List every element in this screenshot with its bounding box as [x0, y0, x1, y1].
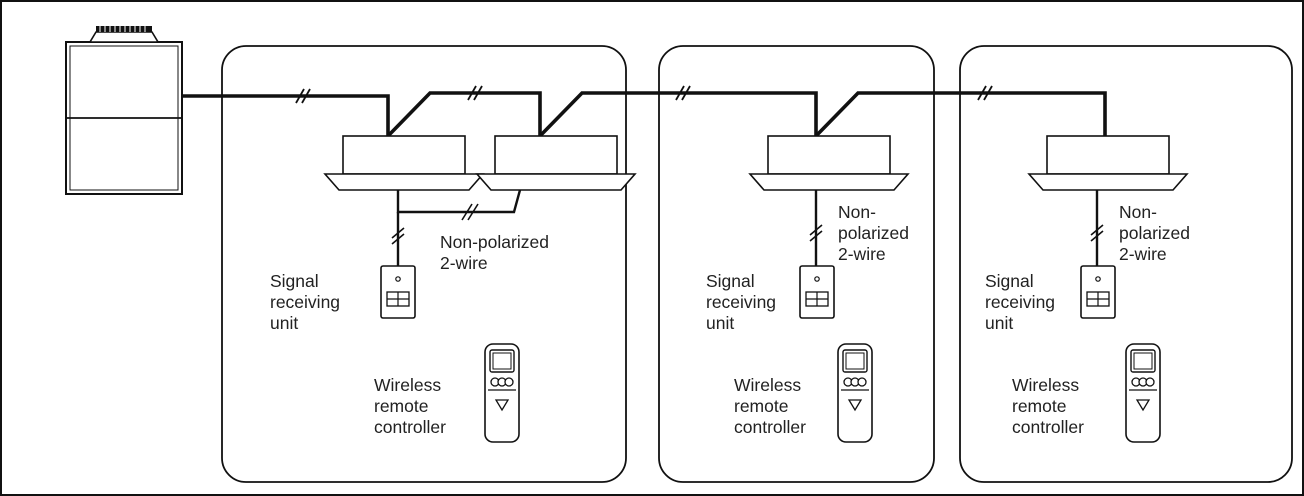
- receiver-label-panel-1: Signal receiving unit: [270, 271, 345, 333]
- outdoor-unit-icon: [65, 26, 183, 195]
- indoor-unit-2-icon: [476, 135, 636, 191]
- receiver-label-panel-3: Signal receiving unit: [985, 271, 1060, 333]
- wireless-remote-3-icon: [1125, 343, 1161, 443]
- remote-label-panel-3: Wireless remote controller: [1012, 375, 1084, 437]
- room-panel-2: [658, 45, 935, 483]
- main-power-line: [182, 91, 1107, 138]
- room-panel-1: [221, 45, 627, 483]
- signal-receiving-unit-1-icon: [380, 265, 416, 319]
- wire-count-marks: [295, 85, 993, 104]
- remote-label-panel-2: Wireless remote controller: [734, 375, 806, 437]
- receiver-label-panel-2: Signal receiving unit: [706, 271, 781, 333]
- wireless-remote-1-icon: [484, 343, 520, 443]
- signal-receiving-unit-2-icon: [799, 265, 835, 319]
- indoor-unit-3-icon: [749, 135, 909, 191]
- wire-label-panel-3: Non- polarized 2-wire: [1119, 202, 1195, 264]
- wire-label-panel-2: Non- polarized 2-wire: [838, 202, 914, 264]
- remote-label-panel-1: Wireless remote controller: [374, 375, 446, 437]
- wire-label-panel-1: Non-polarized 2-wire: [440, 232, 554, 273]
- indoor-unit-4-icon: [1028, 135, 1188, 191]
- room-panel-3: [959, 45, 1293, 483]
- signal-receiving-unit-3-icon: [1080, 265, 1116, 319]
- wireless-remote-2-icon: [837, 343, 873, 443]
- indoor-unit-1-icon: [324, 135, 484, 191]
